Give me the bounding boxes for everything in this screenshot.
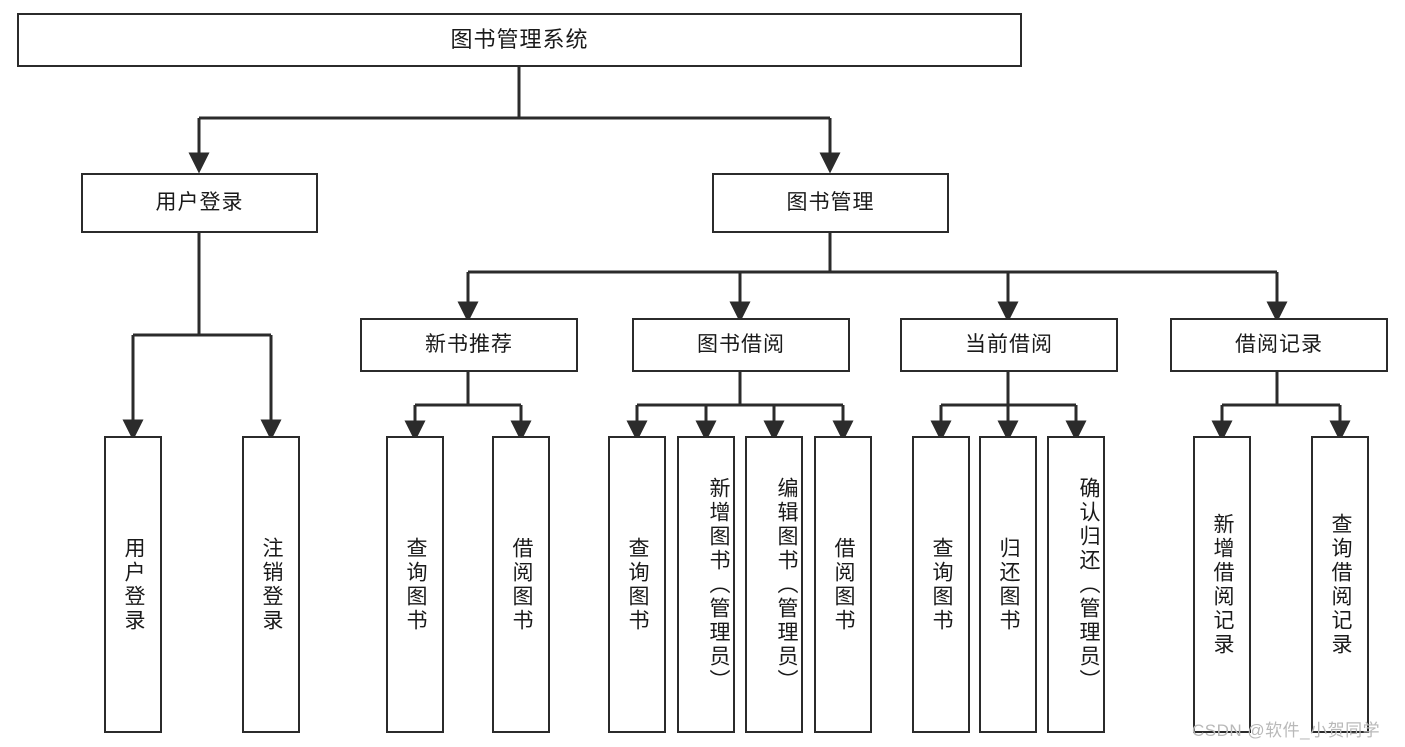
- node-user-login[interactable]: 用户登录: [81, 173, 318, 233]
- leaf-confirm-return[interactable]: 确认归还（管理员）: [1047, 436, 1105, 733]
- node-label: 编辑图书（管理员）: [775, 476, 798, 693]
- node-root-system[interactable]: 图书管理系统: [17, 13, 1022, 67]
- leaf-add-book[interactable]: 新增图书（管理员）: [677, 436, 735, 733]
- leaf-user-login[interactable]: 用户登录: [104, 436, 162, 733]
- leaf-add-record[interactable]: 新增借阅记录: [1193, 436, 1251, 733]
- leaf-query-book-2[interactable]: 查询图书: [608, 436, 666, 733]
- node-label: 借阅图书: [510, 536, 533, 633]
- leaf-logout[interactable]: 注销登录: [242, 436, 300, 733]
- node-new-book-rec[interactable]: 新书推荐: [360, 318, 578, 372]
- leaf-query-book-3[interactable]: 查询图书: [912, 436, 970, 733]
- leaf-borrow-book-2[interactable]: 借阅图书: [814, 436, 872, 733]
- node-label: 查询图书: [626, 536, 649, 633]
- node-book-borrow[interactable]: 图书借阅: [632, 318, 850, 372]
- node-label: 用户登录: [155, 191, 244, 215]
- leaf-edit-book[interactable]: 编辑图书（管理员）: [745, 436, 803, 733]
- node-label: 借阅图书: [832, 536, 855, 633]
- node-label: 新增图书（管理员）: [707, 476, 730, 693]
- node-label: 注销登录: [260, 536, 283, 633]
- node-label: 查询图书: [930, 536, 953, 633]
- node-label: 确认归还（管理员）: [1077, 476, 1100, 693]
- node-label: 图书管理系统: [450, 26, 589, 52]
- node-label: 查询借阅记录: [1329, 512, 1352, 657]
- node-label: 用户登录: [122, 536, 145, 633]
- node-borrow-record[interactable]: 借阅记录: [1170, 318, 1388, 372]
- node-label: 新增借阅记录: [1211, 512, 1234, 657]
- leaf-return-book[interactable]: 归还图书: [979, 436, 1037, 733]
- node-label: 新书推荐: [425, 333, 513, 357]
- node-book-manage[interactable]: 图书管理: [712, 173, 949, 233]
- node-label: 归还图书: [997, 536, 1020, 633]
- leaf-query-record[interactable]: 查询借阅记录: [1311, 436, 1369, 733]
- node-current-borrow[interactable]: 当前借阅: [900, 318, 1118, 372]
- node-label: 图书借阅: [697, 333, 785, 357]
- node-label: 借阅记录: [1235, 333, 1323, 357]
- leaf-query-book-1[interactable]: 查询图书: [386, 436, 444, 733]
- node-label: 当前借阅: [965, 333, 1053, 357]
- leaf-borrow-book-1[interactable]: 借阅图书: [492, 436, 550, 733]
- node-label: 图书管理: [786, 191, 875, 215]
- node-label: 查询图书: [404, 536, 427, 633]
- csdn-watermark: CSDN @软件_小贺同学: [1192, 721, 1381, 740]
